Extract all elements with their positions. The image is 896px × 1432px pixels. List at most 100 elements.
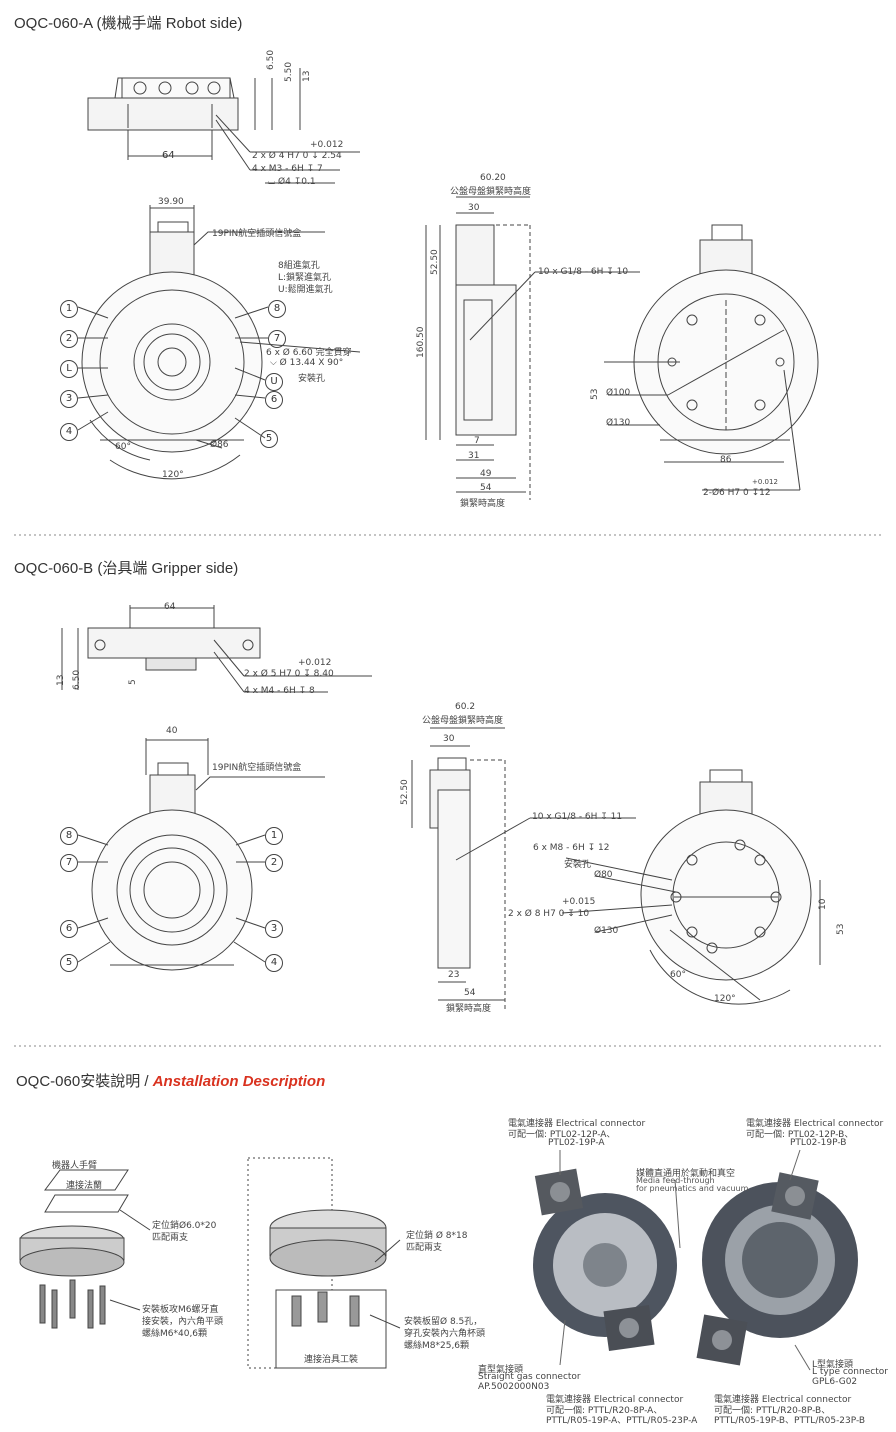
dim-b-40: 40 (166, 726, 178, 736)
a-side-5250: 52.50 (430, 249, 440, 275)
ec3-line1: 電氣連接器 Electrical connector (546, 1395, 684, 1405)
screw2-line3: 螺絲M8*25,6顆 (404, 1341, 470, 1351)
dim-b-64: 64 (164, 602, 176, 612)
pin2-line1: 定位銷 Ø 8*18 (406, 1231, 468, 1241)
a-back-86: 86 (720, 455, 732, 465)
fixture-label: 連接治具工裝 (304, 1355, 359, 1365)
a-port-2: 2 (60, 330, 78, 348)
b-port-4: 4 (265, 954, 283, 972)
dim-a-650: 6.50 (266, 49, 276, 70)
b-box-label: 19PIN航空插頭信號盒 (212, 763, 302, 773)
b-back-80: Ø80 (594, 870, 613, 880)
a-side-view (87, 68, 360, 184)
a-port-l: L (60, 360, 78, 378)
straight-line2: Straight gas connector (478, 1372, 581, 1382)
ec2-line3: PTL02-19P-B (790, 1138, 847, 1148)
a-port-6: 6 (265, 391, 283, 409)
ec2-line2: 可配一個: PTL02-12P-B、 (746, 1130, 854, 1140)
straight-line1: 直型氣接頭 (478, 1365, 524, 1375)
ec1-line1: 電氣連接器 Electrical connector (508, 1119, 646, 1129)
ltype-line3: GPL6-G02 (812, 1377, 858, 1387)
ec1-line2: 可配一個: PTL02-12P-A、 (508, 1130, 616, 1140)
dim-a-pin: 2 x Ø 4 H7 0 ↧ 2.54 (252, 151, 342, 161)
section-b-title: OQC-060-B (治具端 Gripper side) (14, 560, 239, 577)
b-back-view (561, 769, 821, 1005)
b-port-3: 3 (265, 920, 283, 938)
b-side-5250: 52.50 (400, 779, 410, 805)
media-line2: Media feed-through (636, 1176, 715, 1185)
dim-a-thread: 4 x M3 - 6H ↧ 7 (252, 164, 323, 174)
b-port-2: 2 (265, 854, 283, 872)
a-air-note-2: L:鎖緊進氣孔 (278, 273, 332, 283)
dim-b-13: 13 (56, 674, 66, 686)
a-angle-60: 60° (115, 442, 131, 452)
b-front-view (77, 738, 325, 971)
b-side-label: 公盤母盤鎖緊時高度 (422, 716, 504, 726)
a-holes-note-1: 6 x Ø 6.60 完全貫穿 (266, 348, 352, 358)
a-front-view (77, 205, 361, 480)
b-back-53: 53 (836, 923, 846, 935)
b-side-view (61, 605, 372, 693)
section-a-title: OQC-060-A (機械手端 Robot side) (14, 15, 243, 32)
a-holes-note-3: 安裝孔 (298, 374, 326, 384)
a-back-130: Ø130 (606, 418, 631, 428)
a-port-7: 7 (268, 330, 286, 348)
a-side-49: 49 (480, 469, 492, 479)
b-side-602: 60.2 (455, 702, 476, 712)
a-back-tol: +0.012 (752, 478, 778, 486)
ec4-line2: 可配一個: PTTL/R20-8P-B、 (714, 1406, 831, 1416)
ltype-line1: L型氣接頭 (812, 1360, 854, 1370)
ec3-line3: PTTL/R05-19P-A、PTTL/R05-23P-A (546, 1416, 698, 1426)
a-back-100: Ø100 (606, 388, 631, 398)
b-side-54: 54 (464, 988, 476, 998)
a-port-1: 1 (60, 300, 78, 318)
b-port-8: 8 (60, 827, 78, 845)
a-side-bottom: 鎖緊時高度 (460, 499, 506, 509)
a-back-53: 53 (590, 388, 600, 400)
flange-label: 連接法蘭 (66, 1181, 103, 1191)
a-side-16050: 160.50 (416, 326, 426, 359)
a-port-5: 5 (260, 430, 278, 448)
a-port-8: 8 (268, 300, 286, 318)
pin2-line2: 匹配兩支 (406, 1243, 443, 1253)
screw1-line3: 螺絲M6*40,6顆 (142, 1329, 208, 1339)
install-title: OQC-060安裝說明 / Anstallation Description (16, 1070, 325, 1091)
dim-b-5: 5 (128, 679, 138, 685)
screw1-line1: 安裝板攻M6螺牙直 (142, 1305, 219, 1315)
ltype-line2: L type connector (812, 1367, 888, 1377)
screw1-line2: 接安裝，內六角平頭 (142, 1317, 224, 1327)
a-port-4: 4 (60, 423, 78, 441)
a-port-3: 3 (60, 390, 78, 408)
b-port-6: 6 (60, 920, 78, 938)
a-box-label: 19PIN航空插頭信號盒 (212, 229, 302, 239)
robot-arm-label: 機器人手臂 (52, 1161, 98, 1171)
b-port-7: 7 (60, 854, 78, 872)
a-holes-note-2: ⌵ Ø 13.44 X 90° (270, 358, 344, 368)
a-back-view (604, 224, 819, 491)
b-back-m8-label: 安裝孔 (564, 860, 592, 870)
ec4-line1: 電氣連接器 Electrical connector (714, 1395, 852, 1405)
dim-a-counterbore: ⌴ Ø4 ↧0.1 (268, 177, 316, 187)
media-line1: 媒體直通用於氣動和真空 (636, 1169, 736, 1179)
a-side-7: 7 (474, 436, 480, 446)
pin1-line1: 定位銷Ø6.0*20 (152, 1221, 217, 1231)
dim-b-thread: 4 x M4 - 6H ↧ 8 (244, 686, 315, 696)
straight-line3: AP.5002000N03 (478, 1382, 550, 1392)
ec3-line2: 可配一個: PTTL/R20-8P-A、 (546, 1406, 663, 1416)
install-illustrations (19, 1149, 858, 1371)
dim-b-pin: 2 x Ø 5 H7 0 ↧ 8.40 (244, 669, 334, 679)
dim-a-3990: 39.90 (158, 197, 184, 207)
b-back-130: Ø130 (594, 926, 619, 936)
media-line3: for pneumatics and vacuum (636, 1184, 749, 1193)
a-side-label: 公盤母盤鎖緊時高度 (450, 187, 532, 197)
a-diam-86: Ø86 (210, 440, 229, 450)
dim-a-tol: +0.012 (310, 140, 344, 150)
dim-b-650: 6.50 (72, 669, 82, 690)
ec2-line1: 電氣連接器 Electrical connector (746, 1119, 884, 1129)
a-side-6020: 60.20 (480, 173, 506, 183)
a-back-pin: 2-Ø6 H7 0 ↧12 (703, 488, 771, 498)
b-back-m8: 6 x M8 - 6H ↧ 12 (533, 843, 610, 853)
a-right-side-view (425, 196, 640, 500)
ec4-line3: PTTL/R05-19P-B、PTTL/R05-23P-B (714, 1416, 866, 1426)
b-back-angle-60: 60° (670, 970, 686, 980)
